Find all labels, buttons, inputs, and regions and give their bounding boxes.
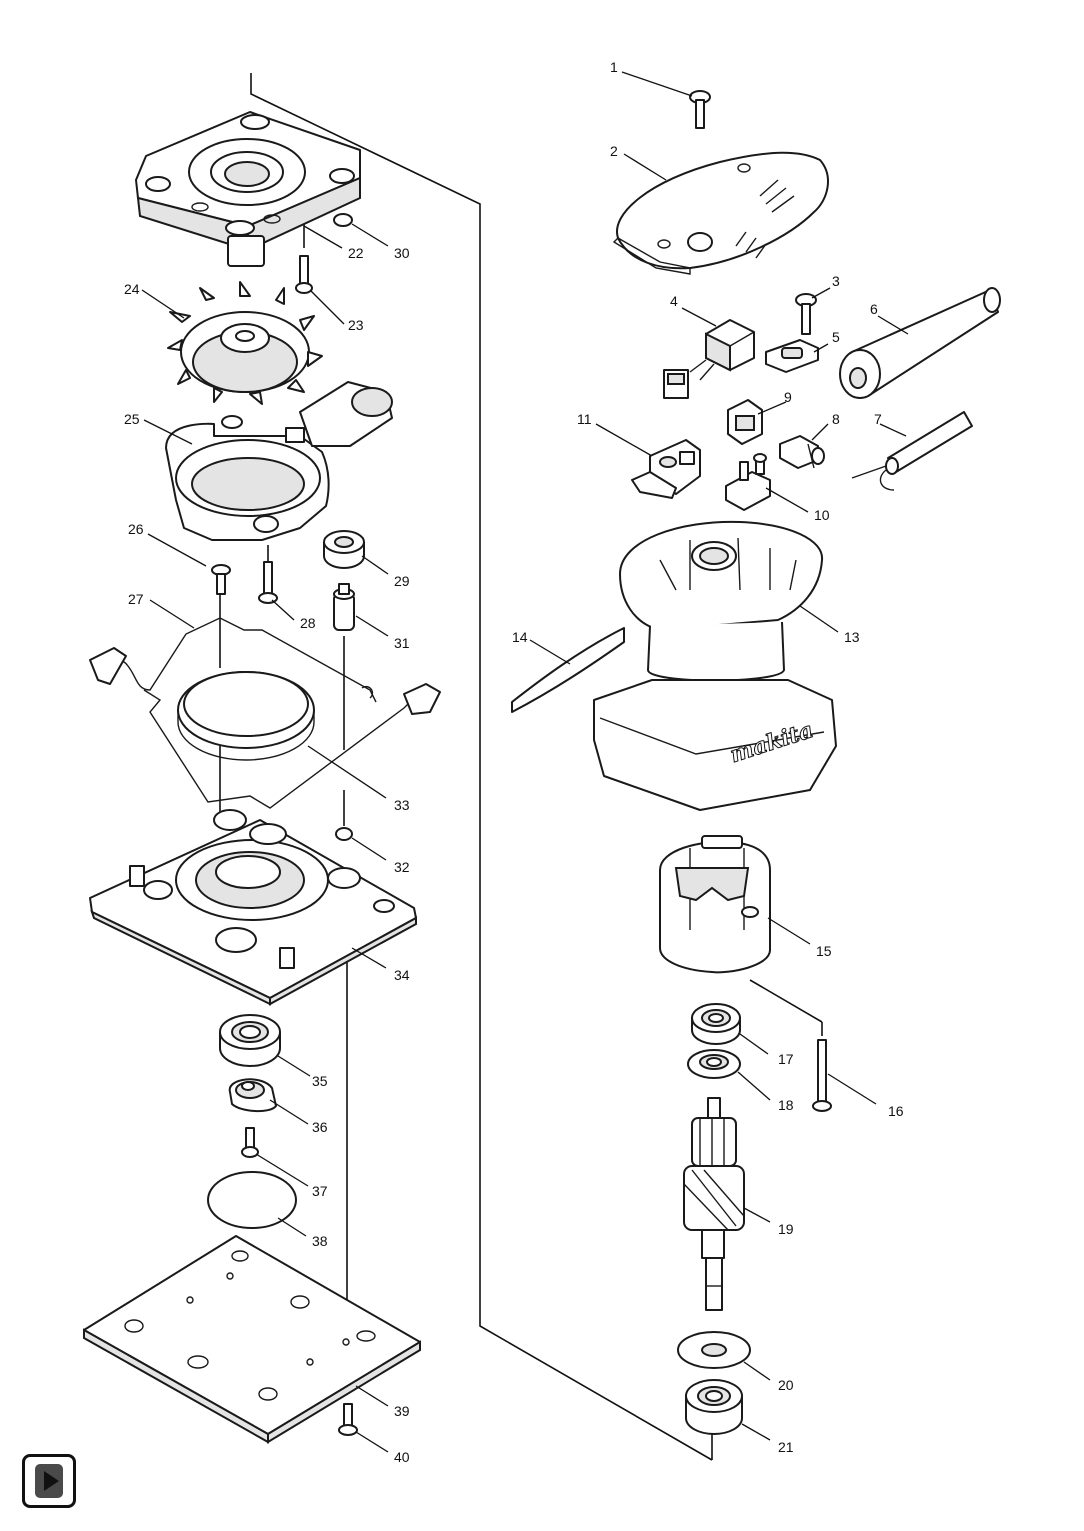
callout-5: 5 (832, 329, 840, 345)
callout-1: 1 (610, 59, 618, 75)
callout-labels: 1 2 3 4 5 6 7 8 9 10 11 13 14 15 16 17 1… (124, 59, 904, 1465)
callout-22: 22 (348, 245, 364, 261)
assembly-frame-lines (219, 73, 823, 1461)
part-31-spacer (333, 583, 355, 631)
part-22-bearing-housing (135, 111, 361, 267)
callout-31: 31 (394, 635, 410, 651)
callout-8: 8 (832, 411, 840, 427)
callout-38: 38 (312, 1233, 328, 1249)
part-19-armature (683, 1097, 745, 1311)
part-20-washer (677, 1331, 751, 1369)
callout-6: 6 (870, 301, 878, 317)
callout-29: 29 (394, 573, 410, 589)
callout-23: 23 (348, 317, 364, 333)
callout-24: 24 (124, 281, 140, 297)
callout-20: 20 (778, 1377, 794, 1393)
part-16-long-screw (812, 1039, 832, 1112)
callout-26: 26 (128, 521, 144, 537)
callout-18: 18 (778, 1097, 794, 1113)
part-8-carbon-brush (779, 435, 825, 469)
part-26-screw (211, 564, 231, 595)
part-10-terminal-block (725, 453, 771, 511)
part-39-pad (83, 1235, 421, 1444)
callout-21: 21 (778, 1439, 794, 1455)
part-28-screw (258, 561, 278, 604)
callout-11: 11 (577, 411, 592, 427)
callout-15: 15 (816, 943, 832, 959)
callout-32: 32 (394, 859, 410, 875)
callout-10: 10 (814, 507, 830, 523)
part-36-eccentric (228, 1078, 277, 1112)
part-27-wire-clamp (89, 617, 441, 809)
part-6-cord-guard (839, 287, 1001, 399)
callout-39: 39 (394, 1403, 410, 1419)
part-18-washer (687, 1049, 741, 1079)
callout-17: 17 (778, 1051, 794, 1067)
callout-3: 3 (832, 273, 840, 289)
part-30-o-ring (333, 213, 353, 227)
callout-25: 25 (124, 411, 140, 427)
leader-lines (141, 71, 909, 1453)
part-2-top-cover (612, 151, 829, 275)
part-23-screw (295, 255, 313, 294)
part-17-bearing (691, 1003, 741, 1045)
callout-40: 40 (394, 1449, 410, 1465)
callout-27: 27 (128, 591, 144, 607)
part-24-fan (167, 281, 323, 405)
part-38-o-ring (207, 1171, 297, 1229)
callout-7: 7 (874, 411, 882, 427)
part-1-screw (689, 90, 711, 129)
callout-36: 36 (312, 1119, 328, 1135)
part-33-rubber-ring (177, 671, 315, 761)
part-37-screw (241, 1127, 259, 1158)
part-25-fan-housing (165, 381, 393, 541)
part-34-base (89, 809, 417, 1006)
part-35-bearing (219, 1014, 281, 1067)
part-29-collar (323, 530, 365, 569)
part-40-screw (338, 1403, 358, 1436)
play-next-icon (35, 1464, 63, 1498)
part-5-strain-relief (765, 339, 819, 373)
part-21-bearing (685, 1379, 743, 1435)
part-13-motor-housing: makita (593, 520, 837, 811)
callout-2: 2 (610, 143, 618, 159)
next-page-button[interactable] (22, 1454, 76, 1508)
callout-33: 33 (394, 797, 410, 813)
callout-9: 9 (784, 389, 792, 405)
callout-13: 13 (844, 629, 860, 645)
part-3-screw (795, 293, 817, 335)
part-9-brush-holder (727, 399, 763, 445)
part-4-noise-suppressor (663, 319, 755, 399)
part-32-o-ring (335, 827, 353, 841)
callout-14: 14 (512, 629, 528, 645)
callout-30: 30 (394, 245, 410, 261)
part-7-power-cord (851, 411, 973, 491)
callout-37: 37 (312, 1183, 328, 1199)
callout-16: 16 (888, 1103, 904, 1119)
callout-35: 35 (312, 1073, 328, 1089)
part-14-label-plate (511, 627, 625, 713)
part-11-switch (631, 439, 701, 499)
callout-4: 4 (670, 293, 678, 309)
part-15-field (659, 835, 771, 974)
callout-19: 19 (778, 1221, 794, 1237)
callout-28: 28 (300, 615, 316, 631)
callout-34: 34 (394, 967, 410, 983)
